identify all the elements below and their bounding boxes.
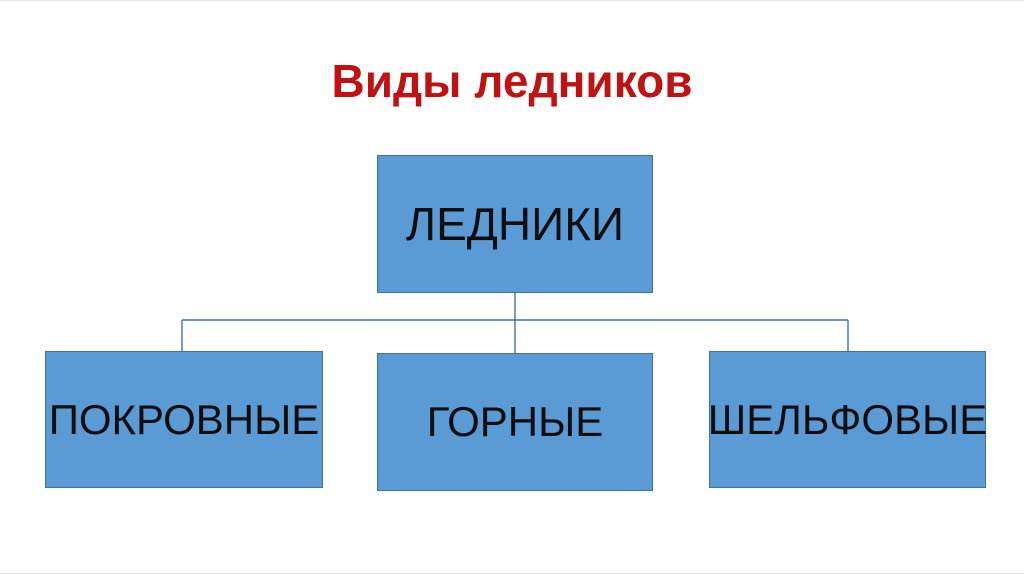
node-cover-glaciers: ПОКРОВНЫЕ <box>45 351 323 488</box>
node-mountain-glaciers: ГОРНЫЕ <box>377 353 653 491</box>
node-glaciers-root: ЛЕДНИКИ <box>377 155 653 293</box>
connector-path <box>181 293 849 353</box>
slide-title: Виды ледников <box>331 55 693 107</box>
node-mountain-glaciers-label: ГОРНЫЕ <box>426 398 604 445</box>
node-cover-glaciers-label: ПОКРОВНЫЕ <box>48 395 320 443</box>
node-glaciers-root-label: ЛЕДНИКИ <box>405 198 625 250</box>
node-shelf-glaciers-label: ШЕЛЬФОВЫЕ <box>707 395 988 443</box>
node-shelf-glaciers: ШЕЛЬФОВЫЕ <box>707 351 988 488</box>
